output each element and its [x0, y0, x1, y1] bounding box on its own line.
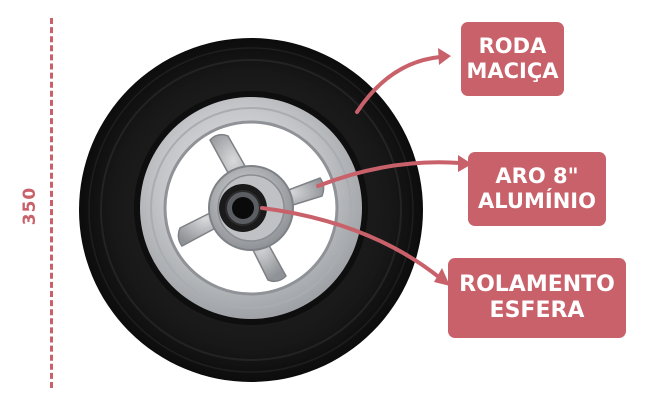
arrow-roda: [355, 55, 442, 114]
label-aluminum-rim: ARO 8" ALUMÍNIO: [468, 152, 606, 226]
dimension-dashed-line: [50, 18, 53, 388]
arrow-heads: [434, 48, 472, 286]
pointer-arrows: [260, 55, 462, 280]
arrow-head-roda: [438, 48, 451, 65]
arrow-head-rolamento: [434, 268, 450, 286]
label-ball-bearing-line1: ROLAMENTO: [459, 271, 615, 297]
arrow-rolamento: [260, 206, 442, 280]
label-aluminum-rim-line2: ALUMÍNIO: [478, 189, 596, 213]
arrow-aro: [316, 160, 462, 188]
label-solid-wheel: RODA MACIÇA: [461, 22, 564, 96]
label-aluminum-rim-line1: ARO 8": [495, 163, 579, 188]
label-ball-bearing: ROLAMENTO ESFERA: [448, 258, 626, 338]
label-solid-wheel-line2: MACIÇA: [466, 59, 559, 83]
ball-bearing: [219, 184, 267, 232]
label-solid-wheel-line1: RODA: [478, 33, 547, 58]
arrow-head-aro: [458, 155, 472, 172]
label-ball-bearing-line2: ESFERA: [489, 298, 585, 323]
